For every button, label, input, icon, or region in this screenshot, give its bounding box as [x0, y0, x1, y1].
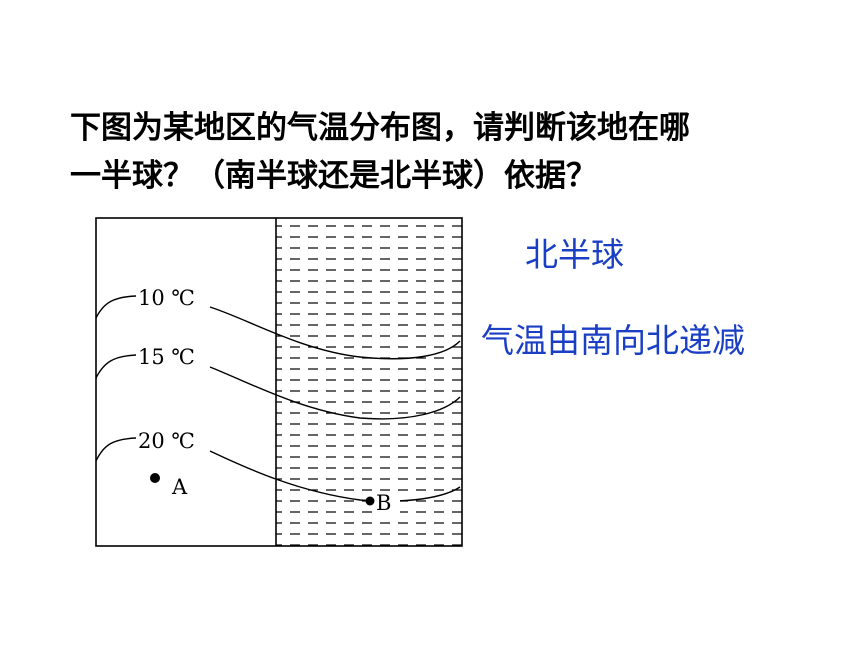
isotherm-20-label: 20 ℃ — [138, 429, 195, 453]
point-b-label: B — [376, 491, 391, 515]
isotherm-10-line-land — [95, 295, 137, 319]
sea-area — [276, 218, 462, 546]
point-b-label-bg — [372, 491, 400, 513]
isotherm-10-line-sea — [209, 306, 461, 360]
point-a-label: A — [171, 475, 188, 499]
point-a-marker — [150, 473, 160, 483]
point-b-marker — [365, 496, 375, 506]
isotherm-15-label: 15 ℃ — [138, 345, 195, 369]
question-text: 下图为某地区的气温分布图，请判断该地在哪 一半球？（南半球还是北半球）依据？ — [70, 104, 850, 200]
diagram-frame — [95, 217, 463, 547]
answer-reason: 气温由南向北递减 — [481, 321, 745, 360]
isotherm-20-line-sea — [209, 450, 461, 502]
isotherm-20-line-land — [95, 437, 137, 462]
isotherm-15-line-land — [95, 354, 137, 379]
isotherm-10-label: 10 ℃ — [138, 286, 195, 310]
question-line-1: 下图为某地区的气温分布图，请判断该地在哪 — [70, 110, 690, 146]
answer-hemisphere: 北半球 — [525, 235, 624, 274]
question-line-2: 一半球？（南半球还是北半球）依据？ — [70, 158, 597, 194]
isotherm-15-line-sea — [209, 366, 461, 420]
